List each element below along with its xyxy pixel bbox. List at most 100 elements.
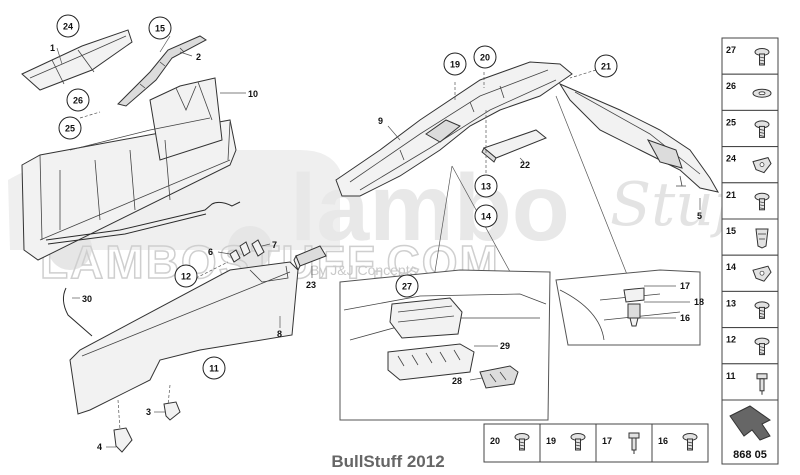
- part-label-8: 8: [277, 329, 282, 339]
- fastener-number: 15: [726, 226, 736, 236]
- part-9-dash-rail: [335, 61, 573, 197]
- part-1-pad: [21, 29, 133, 91]
- part-5-wing: [558, 82, 719, 193]
- fastener-cell: 21: [721, 182, 779, 220]
- svg-text:12: 12: [181, 272, 191, 282]
- part-label-29: 29: [500, 341, 510, 351]
- fastener-cell: 19: [539, 423, 597, 463]
- fastener-number: 24: [726, 154, 736, 164]
- svg-text:19: 19: [450, 60, 460, 70]
- svg-text:13: 13: [481, 182, 491, 192]
- callout-21: 21: [594, 54, 618, 78]
- part-8-panel: [69, 261, 299, 415]
- fastener-cell: 15: [721, 218, 779, 256]
- part-label-16: 16: [680, 313, 690, 323]
- fastener-column: 27 26 25 24 21 15 14 13 12 11: [721, 37, 779, 401]
- fastener-number: 20: [490, 436, 500, 446]
- diagram-id-box: 868 05: [721, 399, 779, 465]
- callout-19: 19: [443, 52, 467, 76]
- screw-icon: [682, 433, 698, 451]
- svg-text:11: 11: [209, 364, 219, 374]
- clip-nut-icon: [752, 157, 772, 174]
- part-label-4: 4: [97, 442, 102, 452]
- part-7-cable: [45, 201, 241, 241]
- callout-12: 12: [174, 264, 198, 288]
- part-label-22: 22: [520, 160, 530, 170]
- rivet-icon: [756, 373, 768, 395]
- svg-text:14: 14: [481, 212, 491, 222]
- callout-20: 20: [473, 45, 497, 69]
- fastener-cell: 24: [721, 146, 779, 184]
- part-label-23: 23: [306, 280, 316, 290]
- inset-console: [339, 269, 551, 421]
- fastener-cell: 17: [595, 423, 653, 463]
- fastener-cell: 13: [721, 290, 779, 329]
- part-label-18: 18: [694, 297, 704, 307]
- rivet-icon: [628, 432, 640, 454]
- screw-icon: [570, 433, 586, 451]
- fastener-number: 13: [726, 298, 736, 308]
- fastener-number: 12: [726, 335, 736, 345]
- svg-text:27: 27: [402, 282, 412, 292]
- part-label-30: 30: [82, 294, 92, 304]
- part-23-box: [293, 245, 327, 272]
- screw-icon: [754, 120, 770, 138]
- fastener-number: 26: [726, 81, 736, 91]
- screw-icon: [754, 337, 770, 356]
- fastener-cell: 26: [721, 73, 779, 111]
- fastener-number: 21: [726, 190, 736, 200]
- watermark-logo-text: lambo: [290, 155, 570, 261]
- part-3-clip: [163, 401, 181, 421]
- part-label-5: 5: [697, 211, 702, 221]
- svg-text:21: 21: [601, 62, 611, 72]
- fastener-number: 19: [546, 436, 556, 446]
- screw-icon: [754, 192, 770, 211]
- fastener-number: 14: [726, 262, 736, 272]
- fastener-cell: 14: [721, 254, 779, 292]
- svg-text:24: 24: [63, 22, 73, 32]
- callout-15: 15: [148, 16, 172, 40]
- fastener-number: 17: [602, 436, 612, 446]
- part-10-tray: [21, 77, 237, 261]
- part-label-1: 1: [50, 43, 55, 53]
- spring-clip-icon: [755, 228, 769, 249]
- fastener-cell: 27: [721, 37, 779, 75]
- part-label-17: 17: [680, 281, 690, 291]
- part-label-10: 10: [248, 89, 258, 99]
- fastener-number: 16: [658, 436, 668, 446]
- svg-text:15: 15: [155, 24, 165, 34]
- fastener-number: 27: [726, 45, 736, 55]
- fastener-cell: 12: [721, 327, 779, 365]
- svg-text:20: 20: [480, 53, 490, 63]
- part-label-7: 7: [272, 240, 277, 250]
- part-label-6: 6: [208, 247, 213, 257]
- callout-11: 11: [202, 356, 226, 380]
- screw-icon: [754, 48, 770, 66]
- fastener-cell: 25: [721, 109, 779, 148]
- callout-24: 24: [56, 14, 80, 38]
- part-4-clip: [113, 427, 133, 453]
- screw-icon: [754, 301, 770, 319]
- part-22-vent: [481, 129, 547, 163]
- fastener-number: 25: [726, 117, 736, 127]
- inset-bracket: [555, 269, 701, 346]
- svg-text:25: 25: [65, 124, 75, 134]
- svg-text:26: 26: [73, 96, 83, 106]
- fastener-cell: 20: [483, 423, 541, 463]
- callout-13: 13: [474, 174, 498, 198]
- screw-icon: [514, 433, 530, 451]
- fastener-cell: 11: [721, 363, 779, 401]
- part-6-clip: [229, 239, 265, 263]
- part-2-bracket: [117, 35, 207, 107]
- fastener-row: 20 19 17 16: [483, 423, 709, 463]
- part-30-wire: [62, 287, 93, 337]
- arrow-icon: [729, 405, 771, 441]
- fastener-number: 11: [726, 371, 736, 381]
- part-label-2: 2: [196, 52, 201, 62]
- clip-nut-icon: [752, 265, 772, 282]
- watermark-byline: By J&J Concepts: [310, 262, 417, 278]
- callout-26: 26: [66, 88, 90, 112]
- part-label-28: 28: [452, 376, 462, 386]
- footer-text: BullStuff 2012: [331, 452, 444, 471]
